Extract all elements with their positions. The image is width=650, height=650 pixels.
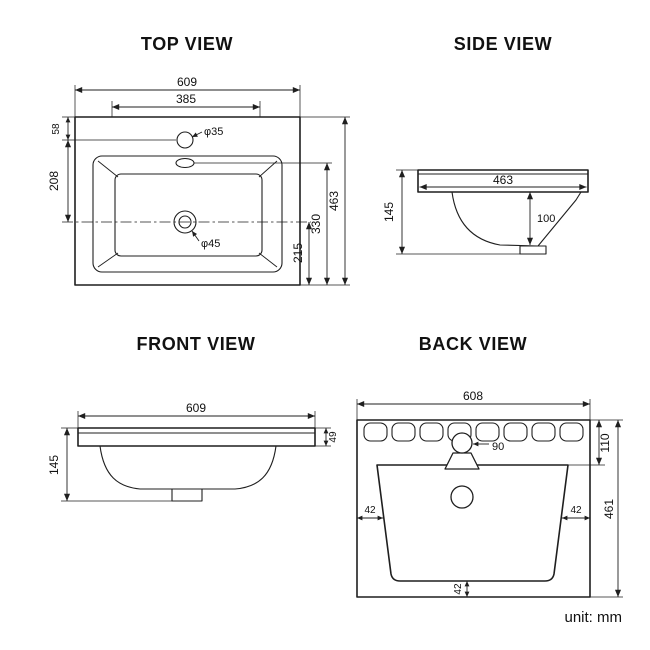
leader-drain-hole: [191, 230, 200, 242]
sink-outline-back: [356, 419, 591, 598]
faucet-hole: [176, 131, 194, 149]
label-faucet-hole-dia: φ35: [204, 126, 223, 138]
leader-faucet-hole: [191, 131, 203, 138]
rib: [419, 422, 444, 442]
dim-text-608-back: 608: [463, 389, 483, 403]
back-view: BACK VIEW 608 90: [356, 334, 623, 598]
dim-text-110-back: 110: [598, 433, 612, 452]
dim-text-385: 385: [176, 92, 196, 106]
rim-slab-front: [77, 427, 316, 447]
backsplash-ribs: [363, 422, 584, 442]
rib: [391, 422, 416, 442]
dim-text-90-back: 90: [492, 441, 504, 453]
rib: [363, 422, 388, 442]
dim-text-208: 208: [47, 171, 61, 191]
dim-text-215: 215: [291, 243, 305, 263]
dim-text-145-side: 145: [382, 202, 396, 222]
dim-text-609: 609: [177, 75, 197, 89]
basin-corner-line: [97, 252, 119, 268]
basin-corner-line: [258, 252, 278, 268]
dim-text-42-right: 42: [570, 505, 582, 516]
back-view-title: BACK VIEW: [419, 334, 527, 354]
dim-text-42-bottom: 42: [453, 583, 464, 595]
front-view-title: FRONT VIEW: [137, 334, 256, 354]
side-view: SIDE VIEW 463 145 100: [382, 34, 589, 255]
dim-text-100-side: 100: [537, 213, 555, 225]
unit-label: unit: mm: [564, 609, 622, 626]
top-view: TOP VIEW 609 385: [47, 34, 350, 286]
faucet-mount-back: [444, 452, 480, 470]
label-drain-hole-dia: φ45: [201, 238, 220, 250]
bowl-profile-front: [99, 445, 277, 490]
overflow-hole: [175, 157, 195, 169]
front-view: FRONT VIEW 609 49 145: [47, 334, 339, 502]
side-view-title: SIDE VIEW: [454, 34, 552, 54]
faucet-hole-back: [451, 432, 473, 454]
basin-bottom: [114, 173, 263, 257]
bowl-profile-side: [451, 191, 582, 247]
rim-slab-side: [417, 169, 589, 193]
dim-text-49-front: 49: [328, 431, 339, 443]
dim-text-330: 330: [309, 214, 323, 234]
dim-text-609-front: 609: [186, 401, 206, 415]
drain-stub-front: [171, 488, 203, 502]
dim-text-58: 58: [51, 123, 62, 135]
rib: [475, 422, 500, 442]
sink-outline-top: [74, 116, 301, 286]
basin-opening: [92, 155, 283, 273]
rib: [531, 422, 556, 442]
dim-text-463: 463: [327, 191, 341, 211]
basin-corner-line: [258, 160, 278, 178]
rib: [503, 422, 528, 442]
rib: [559, 422, 584, 442]
basin-outline-back: [376, 464, 569, 582]
dim-text-145-front: 145: [47, 455, 61, 475]
drain-stub-side: [519, 245, 547, 255]
dim-text-461-back: 461: [602, 499, 616, 519]
dim-text-463-side: 463: [493, 173, 513, 187]
basin-corner-line: [97, 160, 119, 178]
overflow-hole-back: [450, 485, 474, 509]
top-view-title: TOP VIEW: [141, 34, 233, 54]
dim-text-42-left: 42: [364, 505, 376, 516]
